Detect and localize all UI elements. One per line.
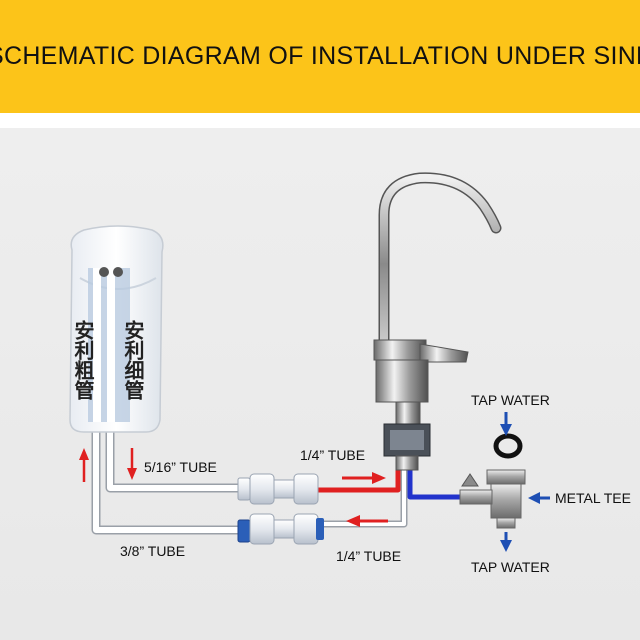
filter-left-label: 安利粗管	[71, 319, 95, 401]
label-1-4-tube-top: 1/4” TUBE	[300, 447, 365, 463]
label-3-8-tube: 3/8” TUBE	[120, 543, 185, 559]
filter-unit: 安利粗管 安利细管	[69, 225, 164, 433]
blue-arrow-left	[528, 492, 550, 504]
filter-right-label: 安利细管	[121, 319, 145, 401]
red-arrow-right	[342, 472, 386, 484]
label-tap-water-top: TAP WATER	[471, 392, 550, 408]
blue-arrow-down-top	[500, 412, 512, 436]
label-5-16-tube: 5/16” TUBE	[144, 459, 217, 475]
title-banner: SCHEMATIC DIAGRAM OF INSTALLATION UNDER …	[0, 0, 640, 113]
fitting-top	[237, 473, 319, 505]
page-title: SCHEMATIC DIAGRAM OF INSTALLATION UNDER …	[0, 42, 640, 70]
label-metal-tee: METAL TEE	[555, 490, 631, 506]
label-tap-water-bottom: TAP WATER	[471, 559, 550, 575]
banner-separator	[0, 113, 640, 128]
red-arrow-up	[79, 448, 89, 482]
fitting-bottom	[237, 513, 324, 545]
red-tube	[318, 466, 401, 493]
faucet	[373, 172, 502, 471]
blue-tube	[407, 466, 460, 500]
red-arrow-down	[127, 448, 137, 480]
metal-tee	[459, 433, 526, 529]
red-arrow-left	[346, 515, 388, 527]
blue-arrow-down-bottom	[500, 532, 512, 552]
label-1-4-tube-bottom: 1/4” TUBE	[336, 548, 401, 564]
